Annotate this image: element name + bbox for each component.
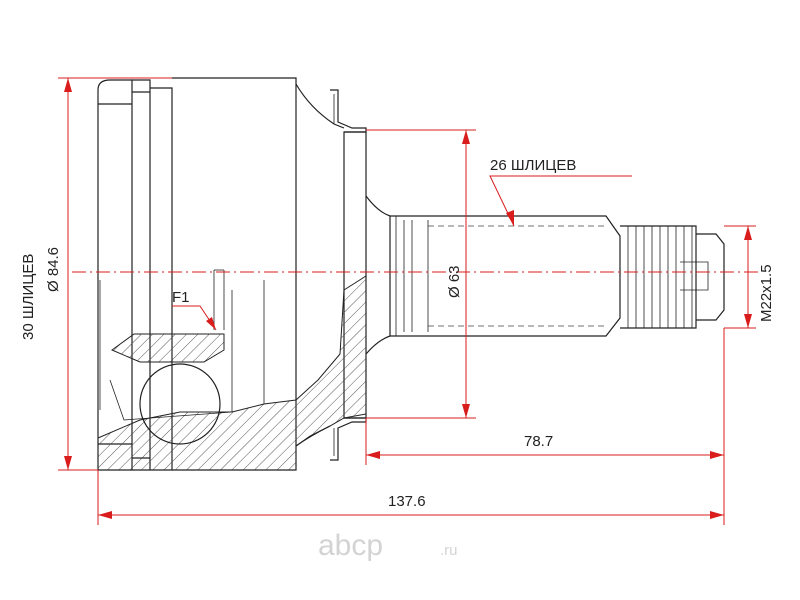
- spline-count-shaft-label: 26 ШЛИЦЕВ: [490, 157, 576, 174]
- logo-suffix: .ru: [440, 542, 458, 559]
- outer-diameter-label: Ø 84.6: [45, 247, 62, 292]
- seal-diameter-label: Ø 63: [446, 265, 463, 298]
- total-length-label: 137.6: [388, 493, 426, 510]
- spline-count-left-label: 30 ШЛИЦЕВ: [20, 254, 37, 340]
- callout-f1-label: F1: [172, 289, 190, 306]
- logo-name: abcp: [318, 529, 383, 562]
- thread-label: M22x1.5: [758, 264, 775, 322]
- cutaway-section: [97, 269, 367, 471]
- abcp-logo: abcp .ru: [318, 529, 458, 562]
- dimension-lines: [58, 77, 756, 525]
- shaft: [389, 215, 621, 337]
- threaded-end: [620, 225, 725, 329]
- shaft-length-label: 78.7: [524, 433, 553, 450]
